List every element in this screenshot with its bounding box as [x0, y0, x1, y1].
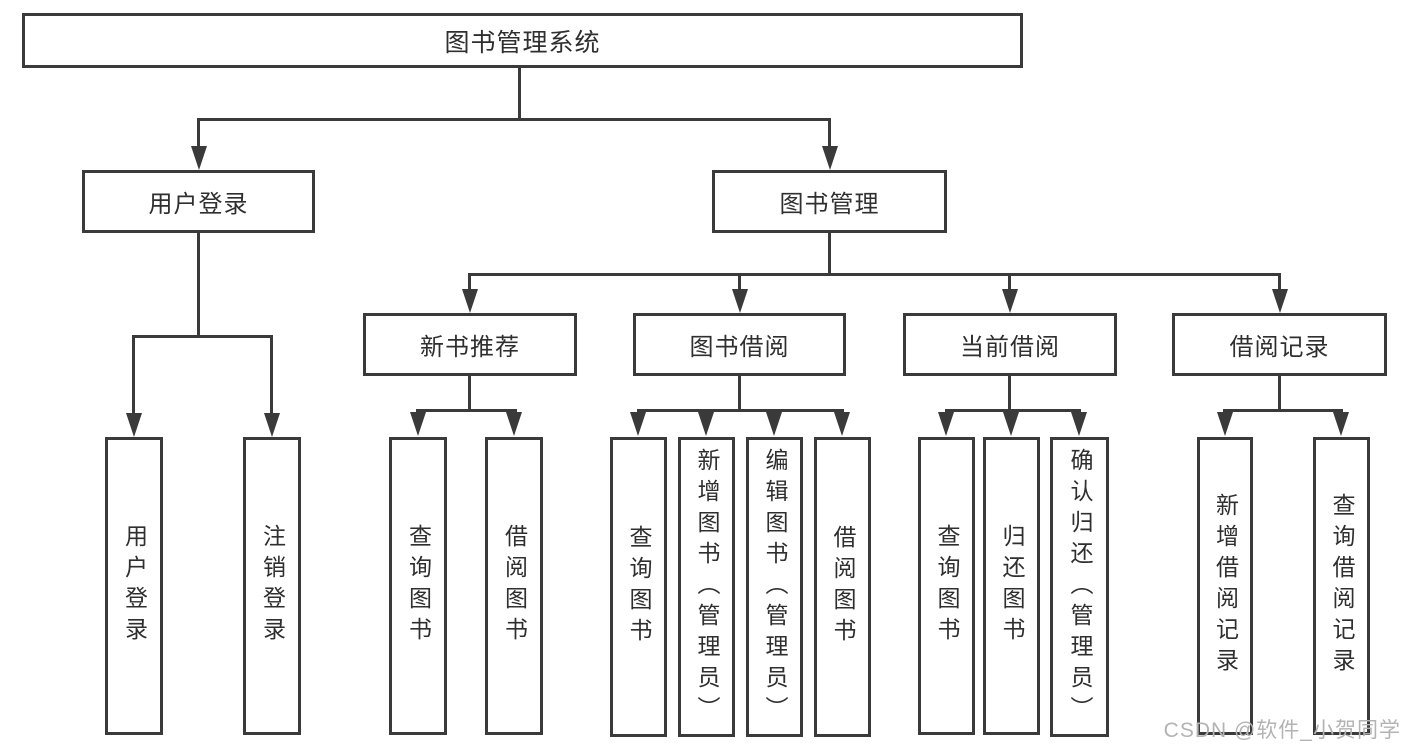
connector-line — [945, 409, 1081, 412]
connector-line — [518, 68, 521, 120]
connector-line — [197, 233, 200, 337]
node-new-book-recommendation: 新书推荐 — [363, 313, 577, 376]
arrow-down — [191, 146, 207, 170]
connector-line — [132, 335, 273, 338]
arrow-down — [462, 289, 478, 313]
leaf-search-books-current: 查询图书 — [918, 437, 975, 735]
leaf-borrow-books-recommend: 借阅图书 — [485, 437, 543, 735]
leaf-add-borrowing-record: 新增借阅记录 — [1197, 437, 1253, 735]
connector-line — [416, 409, 517, 412]
leaf-search-books-borrowing: 查询图书 — [610, 437, 667, 737]
connector-line — [828, 233, 831, 275]
connector-line — [132, 338, 135, 415]
node-user-login: 用户登录 — [82, 170, 315, 233]
leaf-add-books-admin: 新增图书（管理员） — [678, 437, 735, 737]
connector-line — [1008, 276, 1011, 289]
leaf-confirm-return-admin: 确认归还（管理员） — [1050, 437, 1109, 737]
arrow-down — [732, 289, 748, 313]
connector-line — [637, 409, 844, 412]
arrow-down — [506, 412, 522, 436]
connector-line — [468, 376, 471, 412]
arrow-down — [1333, 412, 1349, 436]
connector-line — [468, 276, 471, 289]
connector-line — [1008, 376, 1011, 412]
leaf-search-borrowing-record: 查询借阅记录 — [1313, 437, 1370, 735]
leaf-return-books: 归还图书 — [983, 437, 1040, 735]
leaf-user-login: 用户登录 — [105, 437, 163, 735]
arrow-down — [1002, 289, 1018, 313]
arrow-down — [126, 413, 142, 437]
node-library-management-system: 图书管理系统 — [22, 13, 1023, 68]
leaf-search-books-recommend: 查询图书 — [389, 437, 447, 735]
connector-line — [197, 118, 831, 121]
arrow-down — [630, 412, 646, 436]
arrow-down — [410, 412, 426, 436]
arrow-down — [1217, 412, 1233, 436]
csdn-watermark: CSDN @软件_小贺同学 — [1163, 719, 1401, 742]
arrow-down — [264, 413, 280, 437]
connector-line — [197, 121, 200, 146]
connector-line — [270, 338, 273, 415]
connector-line — [1278, 276, 1281, 289]
leaf-borrow-books: 借阅图书 — [814, 437, 871, 737]
connector-line — [738, 376, 741, 412]
arrow-down — [1071, 412, 1087, 436]
node-book-management: 图书管理 — [712, 170, 947, 233]
connector-line — [1223, 409, 1343, 412]
node-borrowing-records: 借阅记录 — [1172, 313, 1387, 376]
connector-line — [1278, 376, 1281, 412]
connector-line — [828, 121, 831, 146]
arrow-down — [938, 412, 954, 436]
connector-line — [738, 276, 741, 289]
node-current-borrowing: 当前借阅 — [903, 313, 1117, 376]
leaf-edit-books-admin: 编辑图书（管理员） — [746, 437, 803, 737]
leaf-logout: 注销登录 — [243, 437, 301, 735]
arrow-down — [766, 412, 782, 436]
arrow-down — [822, 146, 838, 170]
connector-line — [468, 273, 1281, 276]
node-book-borrowing: 图书借阅 — [633, 313, 846, 376]
arrow-down — [1003, 412, 1019, 436]
arrow-down — [698, 412, 714, 436]
arrow-down — [834, 412, 850, 436]
arrow-down — [1272, 289, 1288, 313]
